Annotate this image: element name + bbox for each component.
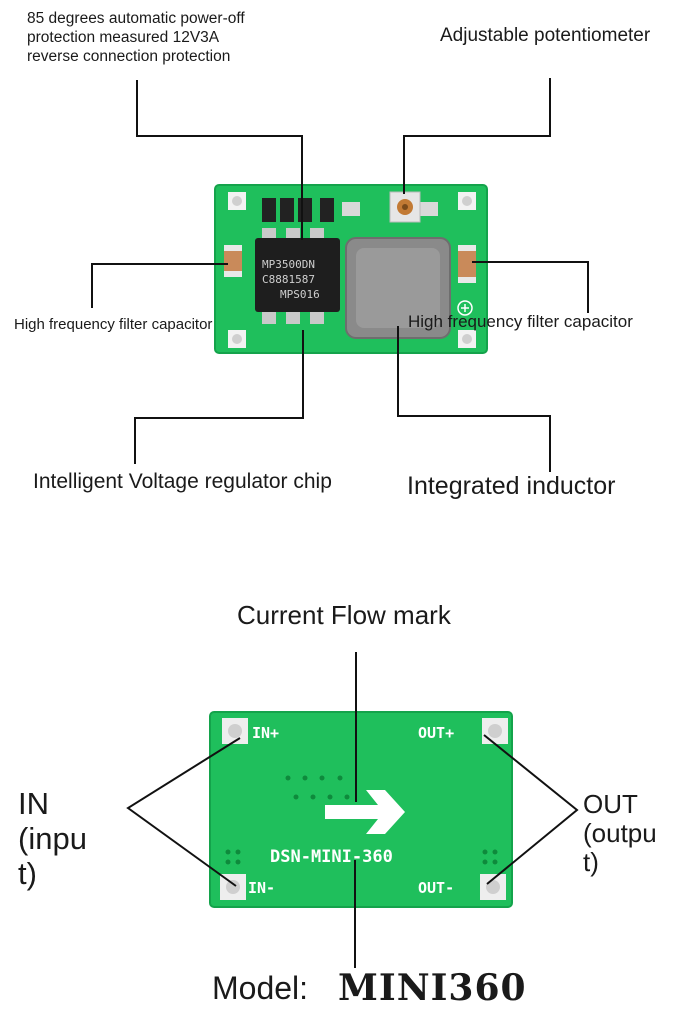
chip-marking-line-1: MP3500DN (262, 258, 315, 271)
output-callout-line-3: t) (583, 847, 599, 877)
top-mounting-holes (228, 192, 476, 348)
protection-callout: 85 degrees automatic power-off protectio… (27, 9, 245, 66)
bottom-callout-lines (126, 652, 579, 968)
capacitor-left (224, 245, 242, 277)
current-flow-arrow-icon (325, 790, 405, 834)
via-dots (225, 775, 498, 865)
current-flow-callout: Current Flow mark (237, 600, 451, 630)
chip-marking-line-3: MPS016 (280, 288, 320, 301)
protection-callout-line-3: reverse connection protection (27, 48, 231, 65)
potentiometer-callout: Adjustable potentiometer (440, 25, 651, 46)
input-callout-line-1: IN (18, 786, 49, 821)
capacitor-right (458, 245, 476, 283)
output-callout-line-1: OUT (583, 789, 638, 819)
protection-callout-line-1: 85 degrees automatic power-off (27, 10, 245, 27)
top-pcb-board: MP3500DN C8881587 MPS016 (214, 184, 488, 354)
board-silkscreen-model: DSN-MINI-360 (270, 847, 393, 867)
output-leader-lines (483, 734, 579, 885)
output-callout-line-2: (outpu (583, 818, 657, 848)
inductor-callout: Integrated inductor (407, 472, 616, 500)
pad-label-out-plus: OUT+ (418, 724, 454, 742)
model-value: MINI360 (338, 967, 527, 1009)
potentiometer-leader-line (403, 78, 551, 194)
pad-label-in-minus: IN- (248, 879, 275, 897)
regulator-leader-line (134, 330, 304, 464)
capacitor-right-callout: High frequency filter capacitor (408, 312, 633, 331)
capacitor-left-leader-line (91, 263, 228, 308)
inductor (345, 237, 451, 339)
plus-mark (457, 300, 473, 316)
input-callout-line-3: t) (18, 856, 37, 891)
regulator-chip-callout: Intelligent Voltage regulator chip (33, 470, 332, 493)
protection-callout-line-2: protection measured 12V3A (27, 29, 220, 46)
pad-label-in-plus: IN+ (252, 724, 279, 742)
output-callout: OUT (outpu t) (583, 790, 657, 877)
input-callout-line-2: (inpu (18, 821, 87, 856)
input-leader-lines (126, 737, 241, 887)
top-callout-lines (91, 78, 589, 472)
model-label: Model: (212, 970, 309, 1006)
input-callout: IN (inpu t) (18, 786, 87, 891)
capacitor-right-leader-line (472, 261, 589, 313)
protection-leader-line (136, 80, 303, 240)
chip-marking-line-2: C8881587 (262, 273, 315, 286)
pad-label-out-minus: OUT- (418, 879, 454, 897)
pad-in-plus (222, 718, 248, 744)
bottom-pcb-board: IN+ OUT+ IN- OUT- DSN-MINI-360 (209, 711, 513, 908)
pad-out-plus (482, 718, 508, 744)
capacitor-left-callout: High frequency filter capacitor (14, 316, 213, 333)
potentiometer (389, 191, 421, 223)
inductor-leader-line (397, 326, 551, 472)
regulator-chip: MP3500DN C8881587 MPS016 (255, 228, 340, 324)
